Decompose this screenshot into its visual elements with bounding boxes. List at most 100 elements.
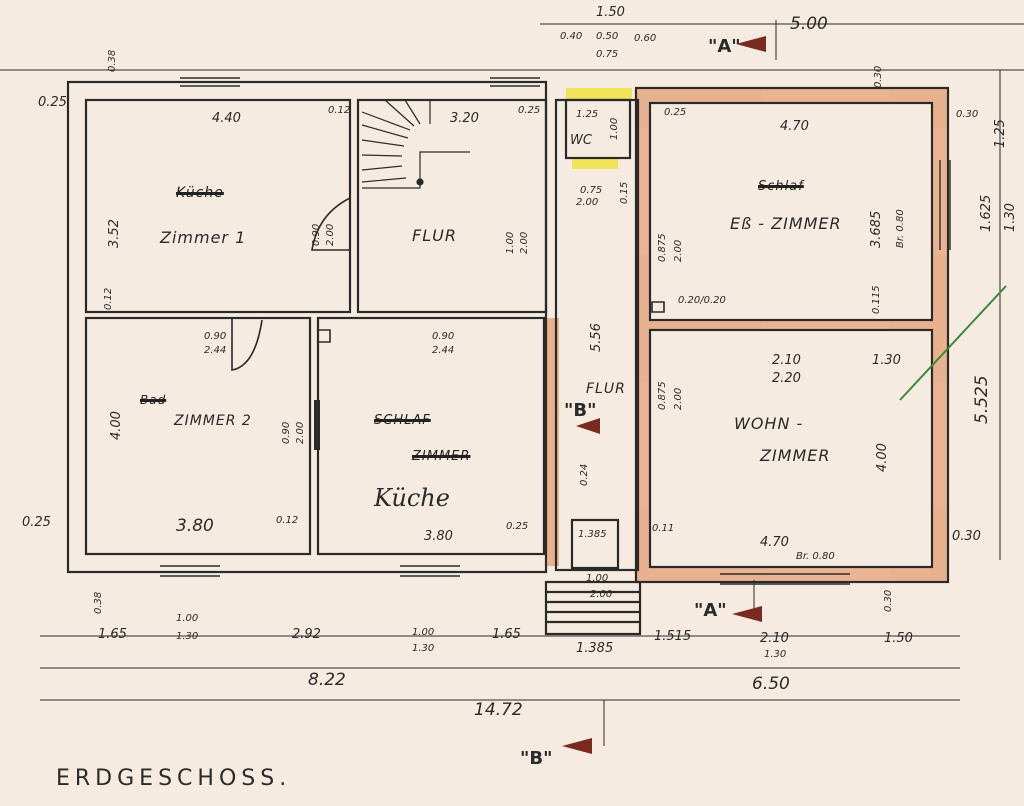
dim-right-130: 1.30	[1003, 203, 1018, 232]
dim-top-050: 0.50	[596, 31, 619, 42]
dim-entry-200: 2.00	[590, 589, 613, 600]
dim-wc-100: 1.00	[609, 117, 620, 140]
dim-z1-door-h: 2.00	[325, 223, 336, 246]
dim-z2-door: 0.90	[204, 331, 227, 342]
dim-wohn-130: 1.30	[872, 353, 901, 368]
dim-total-650: 6.50	[752, 674, 790, 694]
dim-left-025-bottom: 0.25	[22, 515, 51, 530]
dim-z2-side-door: 0.90	[281, 421, 292, 444]
dim-flur-025: 0.25	[518, 105, 541, 116]
dim-bottom-038: 0.38	[93, 591, 104, 614]
dim-row-100b: 1.00	[412, 627, 435, 638]
dim-ess-0115: 0.115	[871, 285, 882, 314]
staircase	[361, 99, 470, 189]
room-ess-zimmer: Eß - ZIMMER	[730, 214, 842, 233]
dim-ku-025: 0.25	[506, 521, 529, 532]
dim-row-292: 2.92	[292, 627, 321, 642]
dim-ess-br: Br. 0.80	[895, 209, 906, 248]
dim-top-500: 5.00	[790, 14, 828, 34]
dim-row-1385: 1.385	[576, 641, 614, 656]
dim-wohn-br: Br. 0.80	[796, 551, 835, 562]
dim-wohn-011: 0.11	[652, 523, 675, 534]
dim-z1-door: 0.90	[311, 223, 322, 246]
dim-row-165a: 1.65	[98, 627, 127, 642]
dim-ess-030: 0.30	[956, 109, 979, 120]
dim-z1-352: 3.52	[107, 219, 122, 248]
dim-wohn-400: 4.00	[875, 443, 890, 472]
dim-ess-470: 4.70	[780, 119, 809, 134]
dim-row-210: 2.10	[760, 631, 789, 646]
room-wohn-zimmer: ZIMMER	[760, 446, 831, 465]
dim-top-038: 0.38	[107, 49, 118, 72]
section-arrows	[562, 36, 766, 754]
room-struck-zimmer: ZIMMER	[412, 449, 471, 464]
dim-z1-012b: 0.12	[103, 287, 114, 310]
dim-row-165b: 1.65	[492, 627, 521, 642]
dim-flur-door: 1.00	[505, 231, 516, 254]
dim-stair-200: 2.00	[576, 197, 599, 208]
dim-row-1515: 1.515	[654, 629, 692, 644]
dim-row-130a: 1.30	[176, 631, 199, 642]
dim-top-040: 0.40	[560, 31, 583, 42]
room-zimmer-2: ZIMMER 2	[174, 413, 252, 429]
dim-wohn-window-h: 2.20	[772, 371, 801, 386]
room-flur-top: FLUR	[412, 226, 457, 245]
dim-left-025-top: 0.25	[38, 95, 67, 110]
dim-ess-020: 0.20/0.20	[678, 295, 726, 306]
room-kueche: Küche	[374, 484, 450, 512]
dim-z2-400: 4.00	[109, 411, 124, 440]
dim-stair-075: 0.75	[580, 185, 603, 196]
dim-right-125: 1.25	[993, 119, 1008, 148]
section-mark-b-bottom: "B"	[520, 748, 553, 769]
dim-entry-1385: 1.385	[578, 529, 607, 540]
dim-z1-012: 0.12	[328, 105, 351, 116]
dim-row-130c: 1.30	[764, 649, 787, 660]
dim-top-075: 0.75	[596, 49, 619, 60]
dim-row-100a: 1.00	[176, 613, 199, 624]
dim-row-150: 1.50	[884, 631, 913, 646]
room-zimmer-1: Zimmer 1	[160, 228, 247, 247]
dim-wohn-030: 0.30	[952, 529, 981, 544]
section-mark-a-top: "A"	[708, 36, 741, 57]
plan-title: ERDGESCHOSS.	[56, 766, 292, 791]
dim-z2-380: 3.80	[176, 516, 214, 536]
dim-entry-100: 1.00	[586, 573, 609, 584]
dim-ku-024: 0.24	[579, 463, 590, 486]
wc-marker-bottom	[572, 157, 618, 169]
dim-ess-door: 0.875	[657, 233, 668, 262]
room-struck-bad: Bad	[140, 393, 167, 407]
dim-z1-440: 4.40	[212, 111, 241, 126]
section-mark-b-mid: "B"	[564, 400, 597, 421]
dim-z2-door-h: 2.44	[204, 345, 227, 356]
dim-total-822: 8.22	[308, 670, 346, 690]
dim-ku-door: 0.90	[432, 331, 455, 342]
room-struck-kueche: Küche	[176, 185, 224, 201]
dimension-lines	[0, 20, 1024, 746]
dim-right-1625: 1.625	[979, 194, 994, 232]
dim-z2-side-door-h: 2.00	[295, 421, 306, 444]
dim-flur-556: 5.56	[589, 323, 604, 352]
dim-stair-015: 0.15	[619, 181, 630, 204]
dim-top-150: 1.50	[596, 5, 625, 20]
dim-wohn-door-h: 2.00	[673, 387, 684, 410]
dim-right-5525: 5.525	[972, 375, 992, 424]
dim-wc-125: 1.25	[576, 109, 599, 120]
dim-row-130b: 1.30	[412, 643, 435, 654]
side-door-frame	[314, 400, 320, 450]
dim-bottom-030: 0.30	[883, 589, 894, 612]
room-wc: WC	[570, 133, 592, 148]
dim-wohn-470: 4.70	[760, 535, 789, 550]
green-mark-line	[899, 285, 1007, 401]
windows	[160, 77, 951, 585]
dim-top-030-right: 0.30	[873, 65, 884, 88]
wc-marker-top	[566, 88, 632, 100]
dim-top-060: 0.60	[634, 33, 657, 44]
dim-wohn-door: 0.875	[657, 381, 668, 410]
dim-ku-380: 3.80	[424, 529, 453, 544]
section-mark-a-bottom: "A"	[694, 600, 727, 621]
dim-ess-3685: 3.685	[869, 210, 884, 248]
dim-wc-025: 0.25	[664, 107, 687, 118]
room-wohn: WOHN -	[734, 414, 804, 433]
dim-flur-320: 3.20	[450, 111, 479, 126]
